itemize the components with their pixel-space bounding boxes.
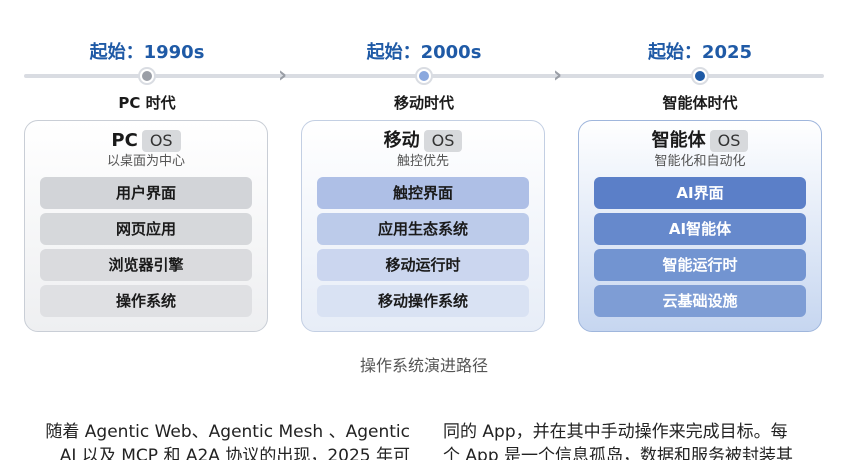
era-name-agent: 智能体时代 xyxy=(662,94,738,112)
body-paragraph-right: 同的 App，并在其中手动操作来完成目标。每 个 App 是一个信息孤岛，数据和… xyxy=(443,420,853,460)
card-title-text: 智能体 xyxy=(651,130,706,151)
timeline-dot-agent xyxy=(693,69,707,83)
os-badge: OS xyxy=(709,130,749,152)
stack-layer: 触控界面 xyxy=(317,177,529,209)
body-paragraph-left: 随着 Agentic Web、Agentic Mesh 、Agentic AI … xyxy=(0,420,410,460)
os-badge: OS xyxy=(423,130,463,152)
stack-layer: AI界面 xyxy=(594,177,806,209)
paragraph-line: 个 App 是一个信息孤岛，数据和服务被封装其 xyxy=(443,446,794,460)
era-name-mobile: 移动时代 xyxy=(393,94,454,112)
stack-layer: 用户界面 xyxy=(40,177,252,209)
stack-layer: 移动运行时 xyxy=(317,249,529,281)
card-subtitle: 智能化和自动化 xyxy=(654,154,746,169)
timeline-dot-mobile xyxy=(417,69,431,83)
stack-layer: 云基础设施 xyxy=(594,285,806,317)
stack-layer: 浏览器引擎 xyxy=(40,249,252,281)
stack-layer: AI智能体 xyxy=(594,213,806,245)
card-title-text: PC xyxy=(111,130,138,151)
figure-caption: 操作系统演进路径 xyxy=(359,356,488,375)
stack-layer: 网页应用 xyxy=(40,213,252,245)
era-start-label-pc: 起始：1990s xyxy=(89,42,205,63)
paragraph-line: 同的 App，并在其中手动操作来完成目标。每 xyxy=(443,422,788,442)
chevron-right-icon: › xyxy=(278,63,288,88)
timeline-dot-pc xyxy=(140,69,154,83)
paragraph-line: 随着 Agentic Web、Agentic Mesh 、Agentic xyxy=(45,422,410,442)
era-name-pc: PC 时代 xyxy=(118,94,176,112)
stack-layer: 操作系统 xyxy=(40,285,252,317)
card-subtitle: 触控优先 xyxy=(396,154,449,169)
era-start-label-agent: 起始：2025 xyxy=(647,42,753,63)
stack-layer: 智能运行时 xyxy=(594,249,806,281)
stack-layer: 应用生态系统 xyxy=(317,213,529,245)
os-badge: OS xyxy=(141,130,181,152)
card-title-text: 移动 xyxy=(383,130,420,151)
stack-layer: 移动操作系统 xyxy=(317,285,529,317)
card-subtitle: 以桌面为中心 xyxy=(106,154,185,169)
chevron-right-icon: › xyxy=(553,63,563,88)
era-start-label-mobile: 起始：2000s xyxy=(366,42,482,63)
paragraph-line: AI 以及 MCP 和 A2A 协议的出现，2025 年可 xyxy=(59,446,410,460)
